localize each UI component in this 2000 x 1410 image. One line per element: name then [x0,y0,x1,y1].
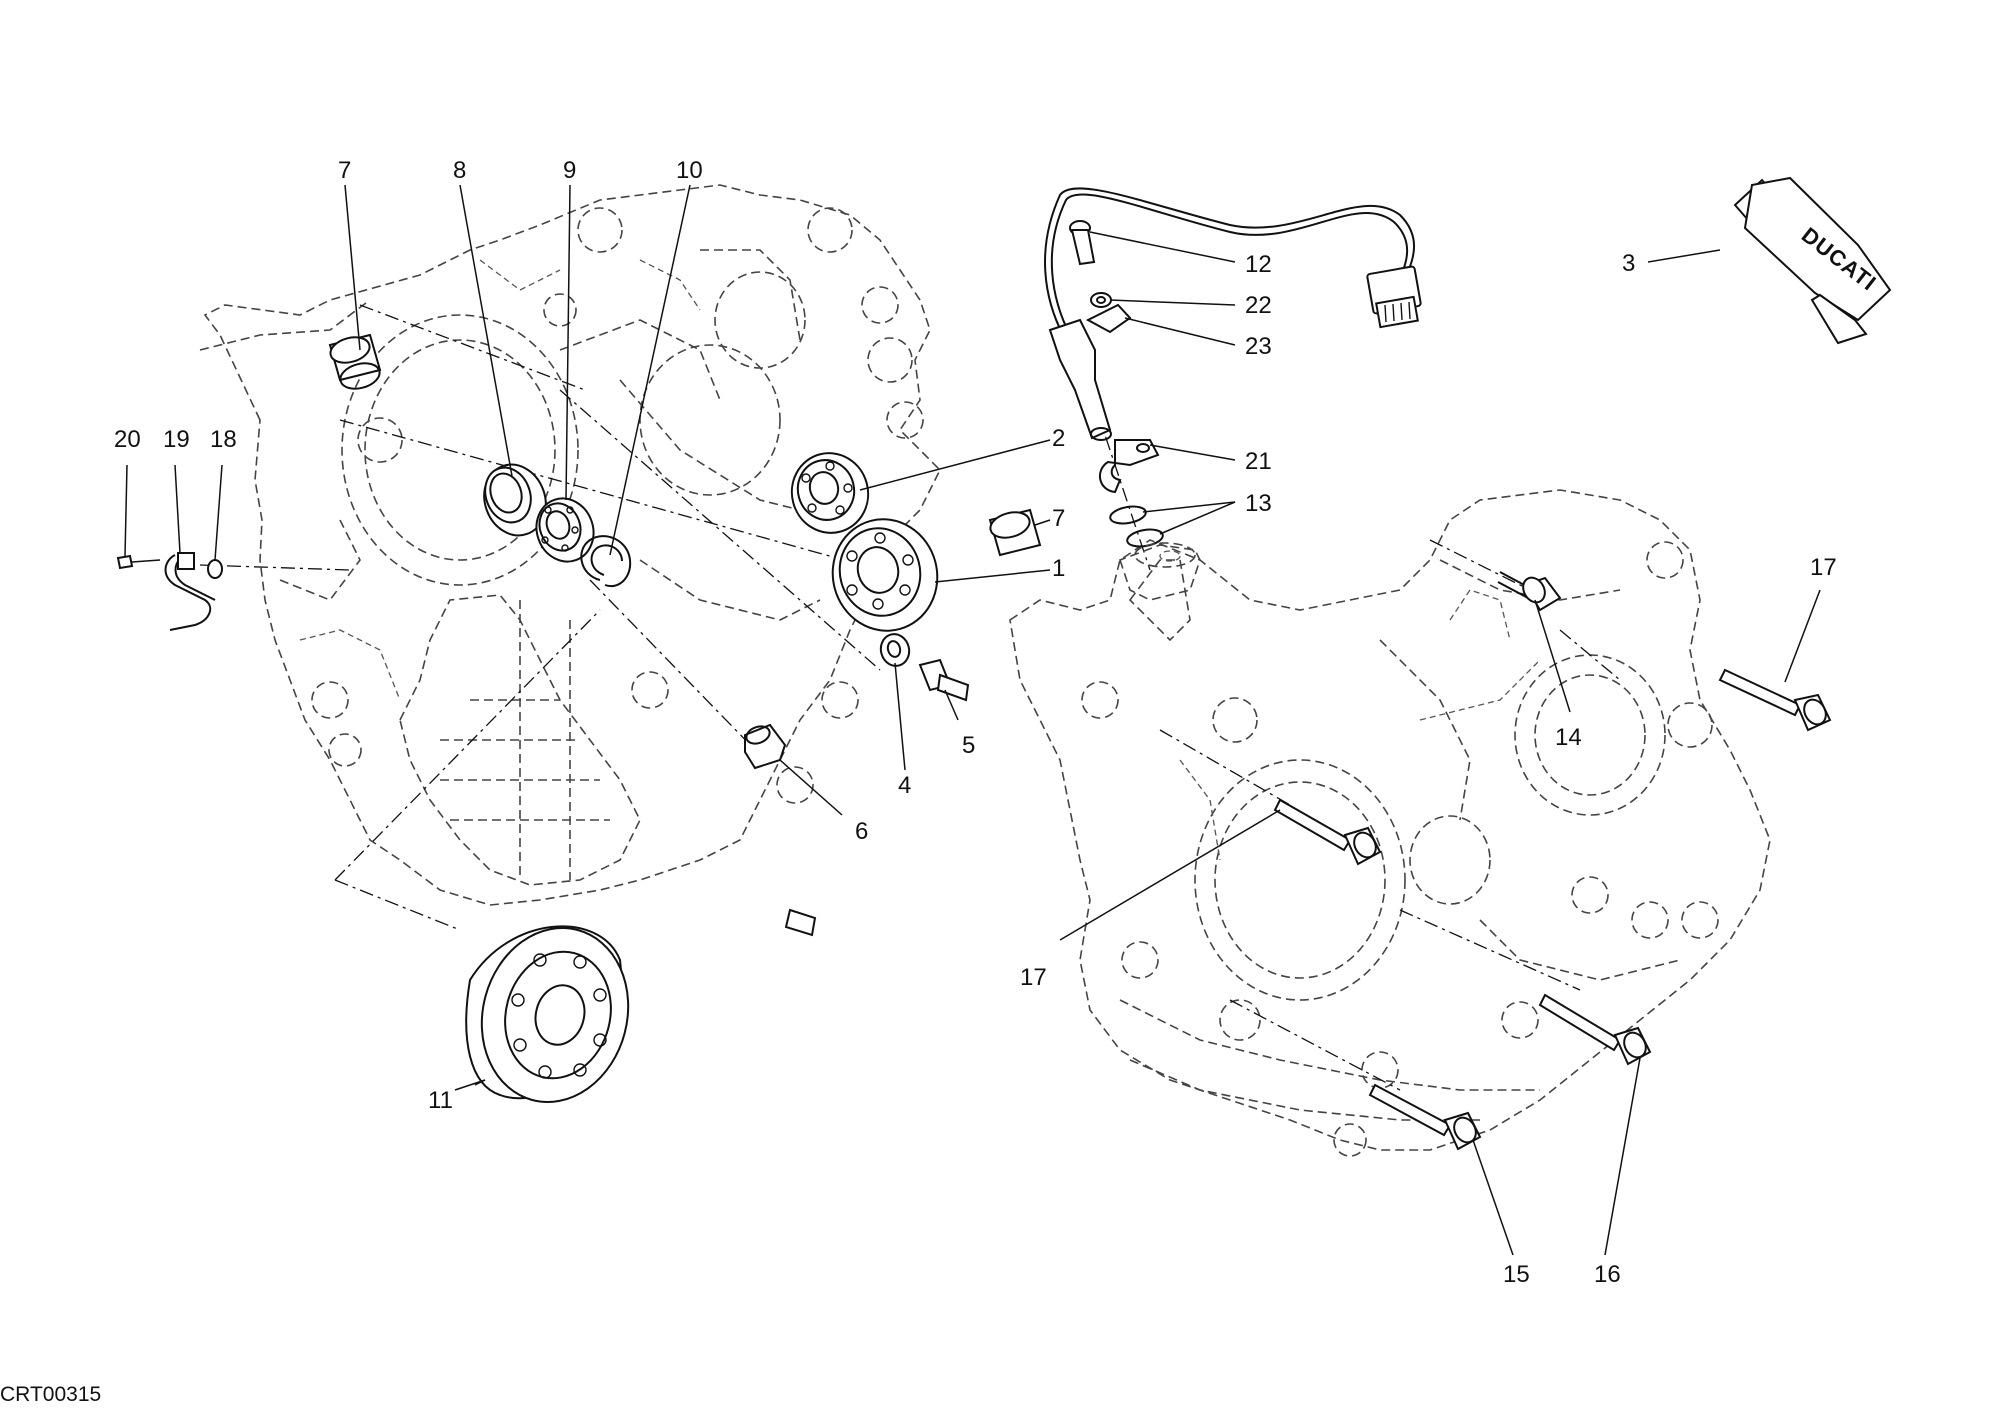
circlip-part [580,535,632,588]
large-bearing-part [465,925,630,1104]
small-bearing-part [535,497,595,563]
callout-5: 5 [962,732,975,759]
right-crankcase-half [1009,489,1771,1157]
callout-11: 11 [428,1087,453,1114]
case-screw-part-16 [1538,993,1652,1066]
callout-2: 2 [1052,425,1065,452]
assembly-axes [199,304,1621,1091]
callout-22: 22 [1245,292,1272,319]
callout-23: 23 [1245,333,1272,360]
shim-bracket-part [1099,439,1160,494]
sensor-boss [1118,542,1201,601]
case-screw-part-17-right [1718,668,1832,732]
callout-7: 7 [338,157,351,184]
callout-21: 21 [1245,448,1272,475]
diagram-code: CRT00315 [0,1383,101,1406]
pickup-sensor-with-cable [1044,187,1422,441]
bearing-upper-part [790,452,870,534]
left-crankcase-half [199,184,941,906]
callout-3: 3 [1622,250,1635,277]
callout-18: 18 [210,426,237,453]
callout-12: 12 [1245,251,1272,278]
callout-7b: 7 [1052,505,1065,532]
sensor-screw-part [1069,220,1096,266]
dowel-bush-part-2 [988,508,1042,557]
oil-seal-part [483,463,547,537]
callout-16: 16 [1594,1261,1621,1288]
callout-20: 20 [114,426,141,453]
breather-pipe-assembly [116,552,223,631]
main-bearing-part [831,518,939,632]
callout-17: 17 [1810,554,1837,581]
callout-14: 14 [1555,724,1582,751]
callout-19: 19 [163,426,190,453]
washer-part [879,633,911,667]
case-screw-part-15 [1368,1083,1482,1151]
callout-1: 1 [1052,555,1065,582]
callout-13: 13 [1245,490,1272,517]
case-screw-part-14 [1497,571,1562,612]
callout-4: 4 [898,772,911,799]
callout-15: 15 [1503,1261,1530,1288]
sealant-tube-part: DUCATI [1733,176,1892,345]
sensor-washer-part [1090,292,1112,308]
screw-part [918,658,970,702]
case-screw-part-17-center [1273,798,1382,866]
callout-labels: 7 8 9 10 20 19 18 2 7 1 4 5 6 11 12 22 2… [114,157,1837,1288]
plug-part [744,723,787,770]
dowel-bush-part [328,333,382,390]
callout-6: 6 [855,818,868,845]
sensor-flange-part [1085,303,1132,334]
callout-8: 8 [453,157,466,184]
leader-lines [124,184,1821,1256]
callout-17b: 17 [1020,964,1047,991]
stud-part [784,908,817,937]
callout-9: 9 [563,157,576,184]
callout-10: 10 [676,157,703,184]
